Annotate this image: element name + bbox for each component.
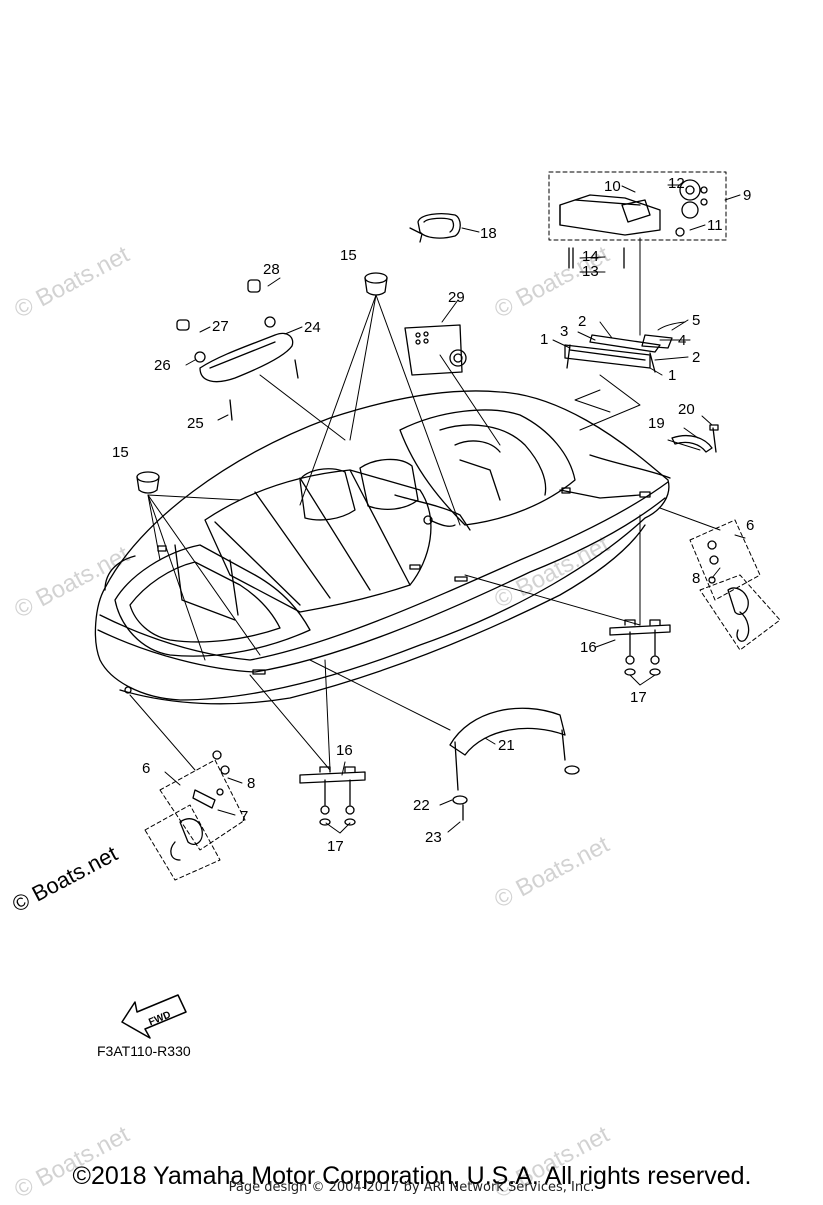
copyright-notice: ©2018 Yamaha Motor Corporation, U.S.A. A… [72, 1162, 752, 1190]
page-design-credit: Page design © 2004-2017 by ARI Network S… [228, 1180, 595, 1195]
callout-4: 4 [678, 332, 686, 349]
callout-leaders [164, 184, 746, 834]
callout-2-top: 2 [578, 313, 586, 330]
cleat-kit-box [548, 171, 727, 269]
mirror-part [409, 213, 461, 243]
callout-1-bottom: 1 [668, 367, 676, 384]
callout-6-right: 6 [746, 517, 754, 534]
callout-29: 29 [448, 289, 465, 306]
callout-1-top: 1 [540, 331, 548, 348]
callout-18: 18 [480, 225, 497, 242]
callout-3: 3 [560, 323, 568, 340]
callout-11: 11 [707, 217, 723, 234]
callout-19: 19 [648, 415, 665, 432]
callout-22: 22 [413, 797, 430, 814]
boat-hull-illustration [94, 390, 671, 705]
callout-15-top: 15 [340, 247, 357, 264]
callout-8-left: 8 [247, 775, 255, 792]
figure-code: F3AT110-R330 [97, 1043, 191, 1059]
callout-20: 20 [678, 401, 695, 418]
callout-14: 14 [582, 248, 599, 265]
fwd-label: FWD [147, 1010, 172, 1029]
cup-holder-parts [136, 272, 388, 494]
grab-handle-parts [176, 279, 299, 421]
fwd-arrow-icon [121, 994, 187, 1039]
callout-27: 27 [212, 318, 229, 335]
callout-numbers: 10 12 9 11 14 13 18 15 28 29 27 24 26 25… [112, 175, 754, 855]
callout-15-left: 15 [112, 444, 129, 461]
callout-2-bottom: 2 [692, 349, 700, 366]
callout-16-right: 16 [580, 639, 597, 656]
callout-13: 13 [582, 263, 599, 280]
leader-lines [129, 237, 721, 771]
cleat-assembly-right [689, 519, 781, 651]
cleat-assembly-left [144, 750, 246, 881]
light-bracket-right [609, 619, 671, 676]
callout-8-right: 8 [692, 570, 700, 587]
callout-24: 24 [304, 319, 321, 336]
callout-17-left: 17 [327, 838, 344, 855]
callout-28: 28 [263, 261, 280, 278]
callout-16-left: 16 [336, 742, 353, 759]
callout-23: 23 [425, 829, 442, 846]
callout-25: 25 [187, 415, 204, 432]
callout-26: 26 [154, 357, 171, 374]
callout-9: 9 [743, 187, 751, 204]
callout-7: 7 [240, 808, 248, 825]
callout-12: 12 [668, 175, 685, 192]
callout-17-right: 17 [630, 689, 647, 706]
light-bracket-left [299, 766, 366, 826]
tow-rail-parts [449, 707, 580, 821]
callout-5: 5 [692, 312, 700, 329]
callout-10: 10 [604, 178, 621, 195]
callout-6-left: 6 [142, 760, 150, 777]
ski-tow-plate [404, 324, 467, 376]
bow-eye-parts [671, 424, 719, 453]
callout-21: 21 [498, 737, 515, 754]
